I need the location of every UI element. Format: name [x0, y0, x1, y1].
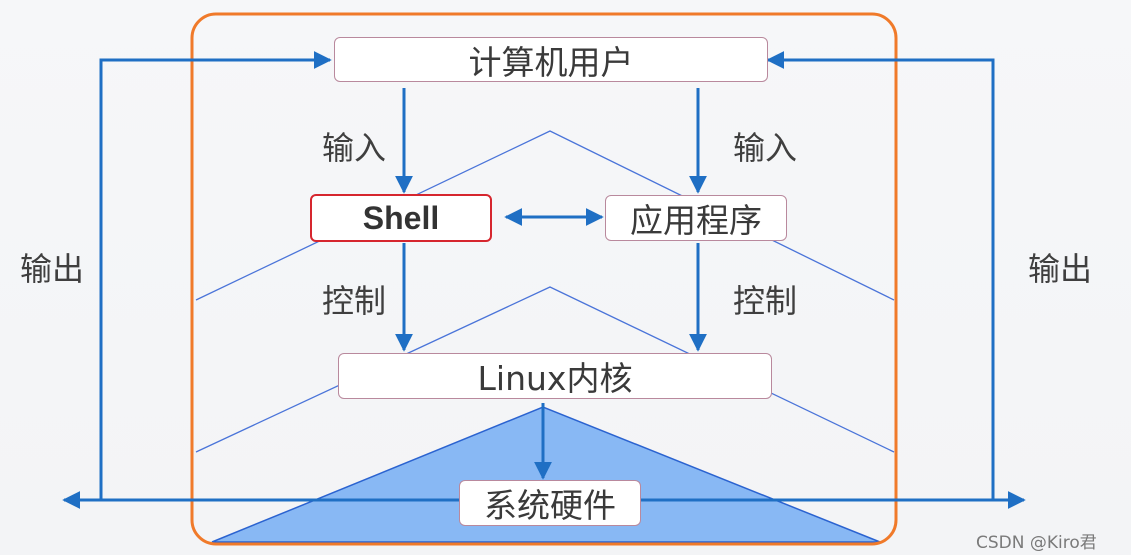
watermark: CSDN @Kiro君 [976, 533, 1097, 553]
kernel-layer-chevron [195, 286, 895, 453]
node-application: 应用程序 [605, 195, 787, 241]
linux-system-frame [190, 12, 898, 546]
node-linux-kernel: Linux内核 [338, 353, 772, 399]
label-control-right: 控制 [733, 282, 798, 320]
label-input-right: 输入 [733, 129, 798, 167]
node-linux-kernel-label: Linux内核 [477, 359, 633, 398]
node-system-hardware-label: 系统硬件 [484, 486, 616, 525]
node-shell: Shell [310, 194, 492, 242]
node-application-label: 应用程序 [630, 201, 762, 240]
label-output-left: 输出 [20, 250, 85, 288]
label-input-left: 输入 [322, 129, 387, 167]
node-system-hardware: 系统硬件 [459, 480, 641, 526]
node-shell-label: Shell [362, 199, 440, 236]
label-control-left: 控制 [322, 282, 387, 320]
arrow-output-loop-left [99, 51, 332, 500]
node-computer-user: 计算机用户 [334, 37, 768, 82]
node-computer-user-label: 计算机用户 [468, 42, 634, 82]
arrow-output-loop-right [766, 51, 995, 500]
shell-layer-chevron [195, 130, 895, 301]
label-output-right: 输出 [1028, 250, 1093, 288]
